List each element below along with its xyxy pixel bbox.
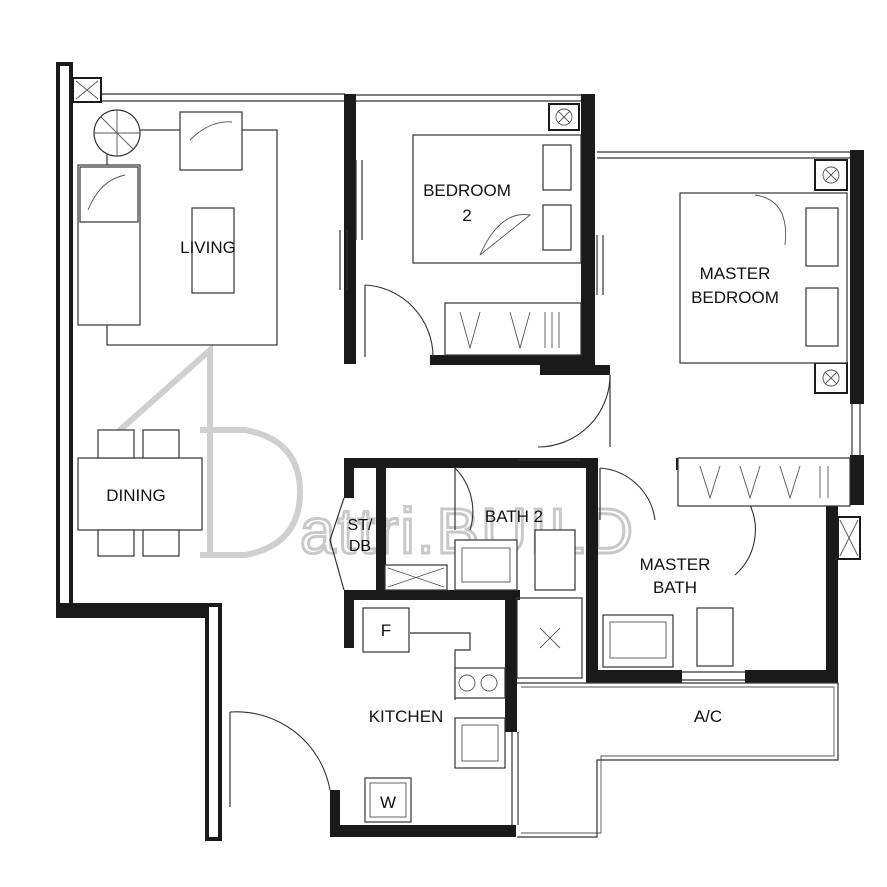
kitchen-fixtures (362, 607, 506, 823)
room-label-dining: DINING (106, 486, 166, 505)
doors (229, 160, 756, 807)
room-label-master-bath-line2: BATH (653, 578, 697, 597)
washer-label: W (380, 793, 396, 812)
dining-furniture (77, 429, 203, 557)
room-label-bedroom2-line1: BEDROOM (423, 181, 511, 200)
room-label-master-bath-line1: MASTER (640, 555, 711, 574)
walls (56, 62, 864, 841)
room-labels: LIVING DINING BEDROOM 2 MASTER BEDROOM B… (106, 181, 779, 812)
room-label-kitchen: KITCHEN (369, 707, 444, 726)
room-label-store-line2: DB (349, 538, 371, 555)
bath-fixtures (384, 529, 734, 668)
room-label-bath2: BATH 2 (485, 507, 543, 526)
room-label-store-line1: ST/ (348, 517, 373, 534)
room-label-master-bedroom-line1: MASTER (700, 264, 771, 283)
room-label-living: LIVING (180, 238, 236, 257)
fridge-label: F (381, 621, 391, 640)
master-bedroom-furniture (677, 192, 851, 507)
room-label-ac: A/C (694, 707, 722, 726)
room-label-master-bedroom-line2: BEDROOM (691, 288, 779, 307)
room-label-bedroom2-line2: 2 (462, 206, 471, 225)
bedroom2-furniture (412, 134, 582, 356)
living-furniture (77, 109, 278, 346)
